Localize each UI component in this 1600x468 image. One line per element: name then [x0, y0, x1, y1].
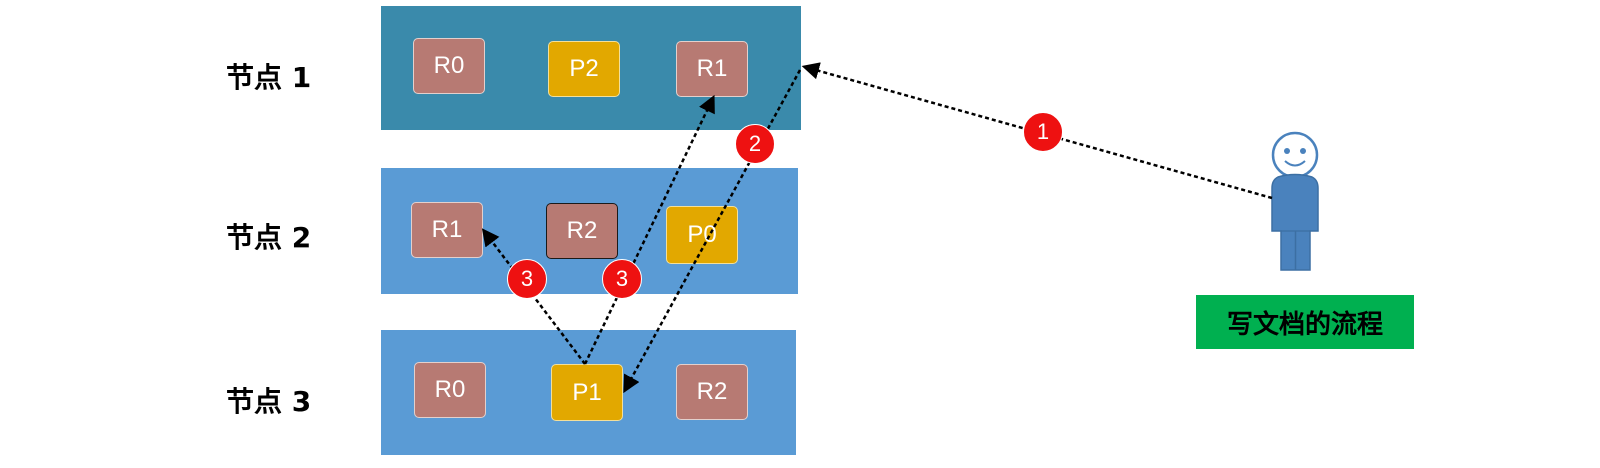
node-2-label: 节点 2	[226, 221, 312, 254]
node-2-shard-p0: P0	[666, 206, 738, 264]
step-badge-2: 2	[735, 124, 775, 164]
node-2-shard-r1: R1	[411, 202, 483, 258]
node-3-shard-r2: R2	[676, 364, 748, 420]
node-2-shard-r2: R2	[546, 203, 618, 259]
arrow-p1-to-node-1-r1	[583, 94, 715, 365]
node-1-shard-p2: P2	[548, 41, 620, 97]
node-3-shard-r0: R0	[414, 362, 486, 418]
step-badge-1: 1	[1023, 112, 1063, 152]
step-badge-3b: 3	[602, 259, 642, 299]
node-3-panel: R0 P1 R2	[381, 330, 796, 455]
node-2-panel: R1 R2 P0	[381, 168, 798, 294]
node-3-shard-p1: P1	[551, 364, 623, 421]
step-badge-3a: 3	[507, 259, 547, 299]
node-3-label: 节点 3	[226, 385, 312, 418]
node-1-shard-r0: R0	[413, 38, 485, 94]
arrow-user-to-node-1	[801, 62, 1273, 200]
caption-box: 写文档的流程	[1196, 295, 1414, 349]
node-1-label: 节点 1	[226, 61, 312, 94]
node-1-panel: R0 P2 R1	[381, 6, 801, 130]
arrow-node-1-to-p1	[623, 69, 802, 394]
